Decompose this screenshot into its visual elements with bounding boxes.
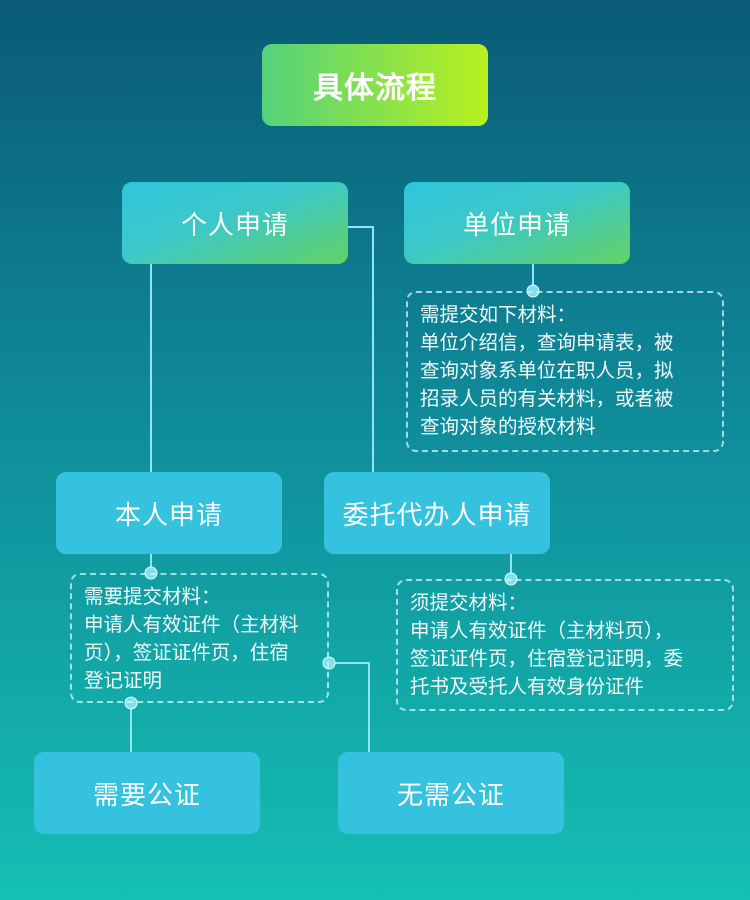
note-line: 签证证件页，住宿登记证明，委 — [410, 647, 684, 670]
dot-self-note-right — [322, 656, 336, 670]
node-need-notary: 需要公证 — [34, 752, 260, 834]
note-line: 需要提交材料： — [84, 585, 221, 608]
note-line: 登记证明 — [84, 669, 163, 692]
note-line: 页），签证证件页，住宿 — [84, 641, 289, 664]
node-personal-application: 个人申请 — [122, 182, 348, 264]
diagram-title: 具体流程 — [262, 44, 488, 126]
dot-self-note-bottom — [124, 696, 138, 710]
note-line: 招录人员的有关材料，或者被 — [420, 387, 674, 410]
note-line: 查询对象的授权材料 — [420, 415, 596, 438]
connector-note-no-notary — [329, 662, 370, 752]
note-unit-materials: 需提交如下材料： 单位介绍信，查询申请表，被 查询对象系单位在职人员，拟 招录人… — [406, 291, 724, 452]
node-proxy-application: 委托代办人申请 — [324, 472, 550, 554]
node-unit-application: 单位申请 — [404, 182, 630, 264]
node-no-notary: 无需公证 — [338, 752, 564, 834]
note-line: 申请人有效证件（主材料 — [84, 613, 299, 636]
note-proxy-materials: 须提交材料： 申请人有效证件（主材料页）， 签证证件页，住宿登记证明，委 托书及… — [396, 579, 734, 711]
note-self-materials: 需要提交材料： 申请人有效证件（主材料 页），签证证件页，住宿 登记证明 — [70, 573, 329, 703]
note-line: 单位介绍信，查询申请表，被 — [420, 331, 674, 354]
node-self-application: 本人申请 — [56, 472, 282, 554]
note-line: 须提交材料： — [410, 591, 528, 614]
note-line: 托书及受托人有效身份证件 — [410, 675, 645, 698]
connector-personal-proxy — [348, 226, 374, 472]
note-line: 申请人有效证件（主材料页）， — [410, 619, 674, 642]
note-line: 查询对象系单位在职人员，拟 — [420, 359, 674, 382]
note-line: 需提交如下材料： — [420, 303, 577, 326]
